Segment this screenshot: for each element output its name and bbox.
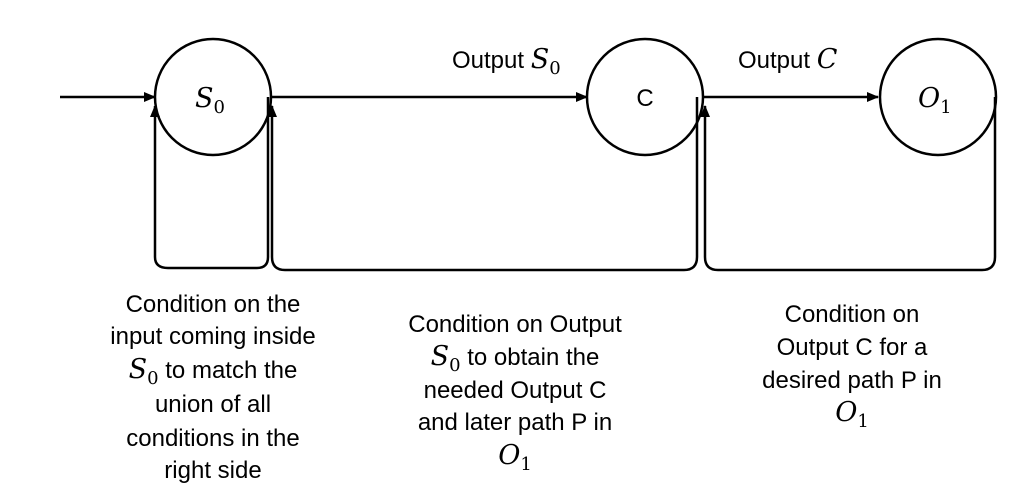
caption-right: Condition on Output C for a desired path… xyxy=(762,301,942,432)
caption-middle-line-3: needed Output C xyxy=(424,377,607,404)
caption-left-line-3: S0 to match the xyxy=(129,354,298,389)
caption-middle-line-4: and later path P in xyxy=(418,409,612,436)
edge-s0-to-c-label: Output S0 xyxy=(452,44,561,79)
caption-right-line-2: Output C for a xyxy=(777,334,928,361)
caption-left-line-6: right side xyxy=(164,457,261,484)
o1-loop-to-c xyxy=(700,97,997,272)
caption-middle-line-1: Condition on Output xyxy=(408,311,622,338)
caption-middle: Condition on Output S0 to obtain the nee… xyxy=(408,311,622,475)
caption-middle-line-5: O1 xyxy=(498,440,532,475)
c-loop-to-s0 xyxy=(267,97,699,272)
caption-left-line-2: input coming inside xyxy=(110,323,315,350)
caption-right-line-4: O1 xyxy=(835,397,869,432)
caption-left-line-4: union of all xyxy=(155,391,271,418)
caption-right-line-3: desired path P in xyxy=(762,367,942,394)
caption-right-line-1: Condition on xyxy=(785,301,920,328)
s0-self-loop xyxy=(150,97,270,270)
node-o1: O1 xyxy=(878,37,998,157)
caption-left: Condition on the input coming inside S0 … xyxy=(110,291,315,484)
edge-c-to-o1-label: Output C xyxy=(738,44,838,75)
node-s0-label: S0 xyxy=(195,83,225,118)
caption-left-line-5: conditions in the xyxy=(126,425,299,452)
caption-middle-line-2: S0 to obtain the xyxy=(431,341,600,376)
node-c: C xyxy=(585,37,705,157)
caption-left-line-1: Condition on the xyxy=(126,291,301,318)
node-o1-label: O1 xyxy=(918,83,952,118)
node-c-label: C xyxy=(636,85,653,112)
node-s0: S0 xyxy=(153,37,273,157)
